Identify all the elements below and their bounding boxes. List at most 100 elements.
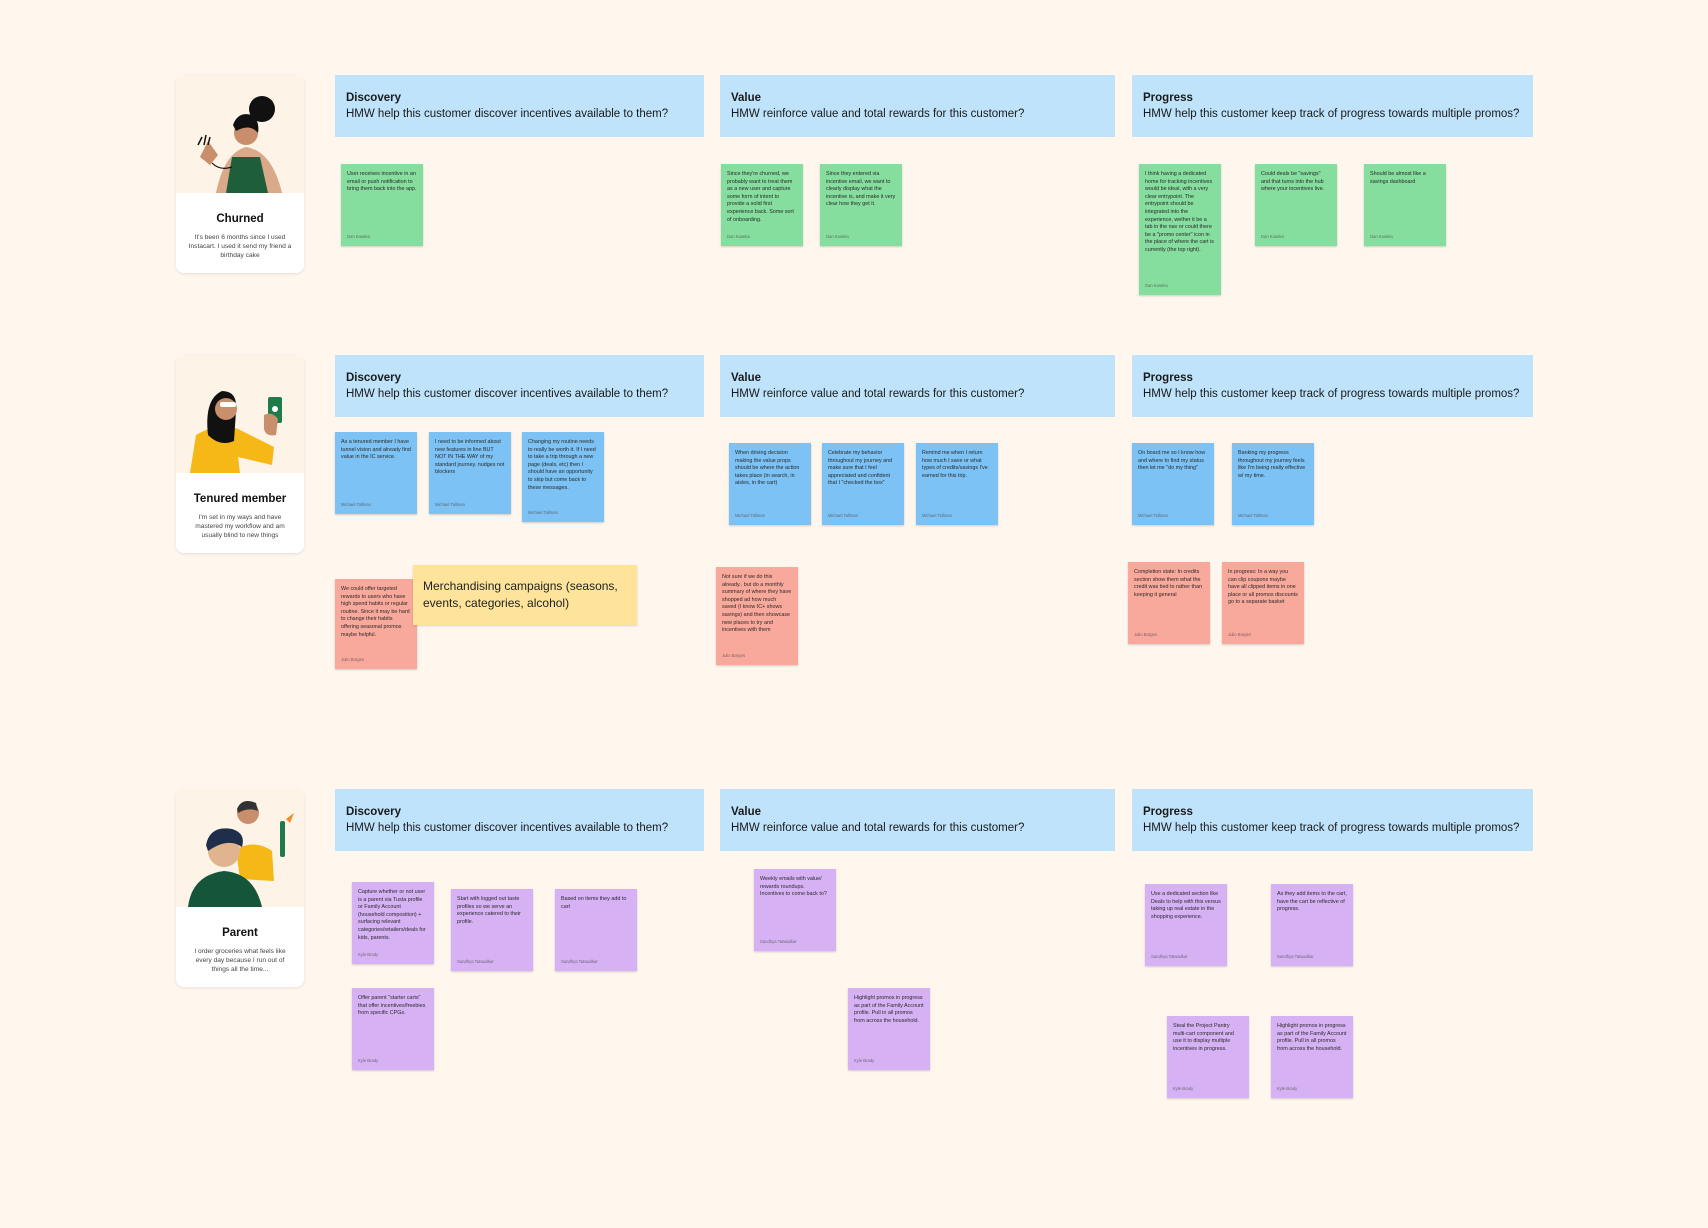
banner-value[interactable]: Value HMW reinforce value and total rewa… bbox=[720, 789, 1115, 851]
note-author: Julio Borges bbox=[1134, 632, 1158, 638]
persona-illustration bbox=[176, 789, 304, 907]
note-author: Kyle Brady bbox=[358, 952, 379, 958]
sticky-note[interactable]: Remind me when I return how much I save … bbox=[916, 443, 998, 525]
note-author: Dan Kuseka bbox=[1261, 234, 1284, 240]
note-text: As they add items to the cart, have the … bbox=[1277, 891, 1347, 913]
sticky-note[interactable]: On board me so I know how and where to f… bbox=[1132, 443, 1214, 525]
sticky-note[interactable]: Weekly emails with value/ rewards roundu… bbox=[754, 869, 836, 951]
banner-title: Progress bbox=[1143, 806, 1193, 818]
note-author: Kyle Brady bbox=[1173, 1086, 1194, 1092]
sticky-note[interactable]: I need to be informed about new features… bbox=[429, 432, 511, 514]
banner-question: HMW reinforce value and total rewards fo… bbox=[731, 388, 1025, 400]
note-author: Sandhya Tatwadkar bbox=[760, 939, 797, 945]
note-text: Steal the Project Pantry multi-cart comp… bbox=[1173, 1023, 1234, 1052]
persona-name: Churned bbox=[216, 213, 264, 225]
note-text: Not sure if we do this already.. but do … bbox=[722, 574, 792, 634]
note-text: Based on items they add to cart bbox=[561, 896, 627, 910]
note-author: Kyle Brady bbox=[854, 1058, 875, 1064]
sticky-note[interactable]: User receives incentive in an email or p… bbox=[341, 164, 423, 246]
sticky-note[interactable]: Steal the Project Pantry multi-cart comp… bbox=[1167, 1016, 1249, 1098]
banner-value[interactable]: Value HMW reinforce value and total rewa… bbox=[720, 75, 1115, 137]
note-author: Dan Kuseka bbox=[826, 234, 849, 240]
note-author: Michael Tallman bbox=[735, 513, 765, 519]
note-author: Michael Tallman bbox=[341, 502, 371, 508]
persona-card-churned[interactable]: Churned It's been 6 months since I used … bbox=[176, 75, 304, 273]
banner-title: Discovery bbox=[346, 806, 401, 818]
note-author: Sandhya Tatwadkar bbox=[1277, 954, 1314, 960]
note-text: Merchandising campaigns (seasons, events… bbox=[423, 579, 618, 610]
sticky-note[interactable]: Since they entered via incentive email, … bbox=[820, 164, 902, 246]
sticky-note[interactable]: Not sure if we do this already.. but do … bbox=[716, 567, 798, 665]
banner-title: Progress bbox=[1143, 92, 1193, 104]
persona-card-parent[interactable]: Parent I order groceries what feels like… bbox=[176, 789, 304, 987]
note-author: Michael Tallman bbox=[828, 513, 858, 519]
persona-description: It's been 6 months since I used Instacar… bbox=[188, 234, 292, 259]
banner-progress[interactable]: Progress HMW help this customer keep tra… bbox=[1132, 355, 1533, 417]
sticky-note[interactable]: Could deals be "savings" and that turns … bbox=[1255, 164, 1337, 246]
banner-question: HMW help this customer discover incentiv… bbox=[346, 822, 669, 834]
sticky-note[interactable]: Should be almost like a savings dashboar… bbox=[1364, 164, 1446, 246]
note-author: Dan Kuseka bbox=[727, 234, 750, 240]
note-text: We could offer targeted rewards to users… bbox=[341, 586, 410, 638]
sticky-note[interactable]: Changing my routine needs to really be w… bbox=[522, 432, 604, 522]
sticky-note[interactable]: Based on items they add to cart Sandhya … bbox=[555, 889, 637, 971]
note-author: Julio Borges bbox=[341, 657, 365, 663]
sticky-note[interactable]: Highlight promos in progress as part of … bbox=[848, 988, 930, 1070]
note-text: In progress: In a way you can clip coupo… bbox=[1228, 569, 1298, 606]
note-text: Highlight promos in progress as part of … bbox=[1277, 1023, 1347, 1052]
banner-progress[interactable]: Progress HMW help this customer keep tra… bbox=[1132, 75, 1533, 137]
note-text: Offer parent "starter carts" that offer … bbox=[358, 995, 426, 1017]
sticky-note[interactable]: I think having a dedicated home for trac… bbox=[1139, 164, 1221, 295]
note-author: Sandhya Tatwadkar bbox=[1151, 954, 1188, 960]
note-text: Completion state: In credits section sho… bbox=[1134, 569, 1203, 598]
sticky-note[interactable]: Banking my progress throughout my journe… bbox=[1232, 443, 1314, 525]
sticky-note[interactable]: We could offer targeted rewards to users… bbox=[335, 579, 417, 669]
sticky-note[interactable]: Capture whether or not user is a parent … bbox=[352, 882, 434, 964]
sticky-note[interactable]: Use a dedicated section like Deals to he… bbox=[1145, 884, 1227, 966]
sticky-note-large[interactable]: Merchandising campaigns (seasons, events… bbox=[413, 565, 637, 625]
note-author: Sandhya Tatwadkar bbox=[457, 959, 494, 965]
banner-title: Discovery bbox=[346, 92, 401, 104]
sticky-note[interactable]: Since they're churned, we probably want … bbox=[721, 164, 803, 246]
banner-question: HMW help this customer keep track of pro… bbox=[1143, 388, 1520, 400]
note-text: Should be almost like a savings dashboar… bbox=[1370, 171, 1426, 185]
banner-question: HMW reinforce value and total rewards fo… bbox=[731, 108, 1025, 120]
note-author: Kyle Brady bbox=[1277, 1086, 1298, 1092]
banner-progress[interactable]: Progress HMW help this customer keep tra… bbox=[1132, 789, 1533, 851]
persona-description: I'm set in my ways and have mastered my … bbox=[195, 514, 285, 539]
sticky-note[interactable]: When driving decision making the value p… bbox=[729, 443, 811, 525]
sticky-note[interactable]: Highlight promos in progress as part of … bbox=[1271, 1016, 1353, 1098]
banner-discovery[interactable]: Discovery HMW help this customer discove… bbox=[335, 789, 704, 851]
sticky-note[interactable]: Celebrate my behavior throughout my jour… bbox=[822, 443, 904, 525]
persona-illustration bbox=[176, 75, 304, 193]
banner-question: HMW help this customer discover incentiv… bbox=[346, 108, 669, 120]
note-author: Michael Tallman bbox=[1238, 513, 1268, 519]
sticky-note[interactable]: In progress: In a way you can clip coupo… bbox=[1222, 562, 1304, 644]
tenured-woman-illustration bbox=[190, 391, 282, 473]
note-text: Use a dedicated section like Deals to he… bbox=[1151, 891, 1221, 920]
note-text: When driving decision making the value p… bbox=[735, 450, 800, 487]
persona-name: Tenured member bbox=[193, 493, 287, 505]
sticky-note[interactable]: Offer parent "starter carts" that offer … bbox=[352, 988, 434, 1070]
note-author: Michael Tallman bbox=[1138, 513, 1168, 519]
banner-title: Value bbox=[731, 372, 762, 384]
persona-illustration bbox=[176, 355, 304, 473]
note-text: Celebrate my behavior throughout my jour… bbox=[828, 450, 893, 487]
note-author: Michael Tallman bbox=[922, 513, 952, 519]
banner-question: HMW help this customer keep track of pro… bbox=[1143, 108, 1520, 120]
sticky-note[interactable]: As a tenured member I have tunnel vision… bbox=[335, 432, 417, 514]
note-author: Sandhya Tatwadkar bbox=[561, 959, 598, 965]
sticky-note[interactable]: Start with logged out taste profiles so … bbox=[451, 889, 533, 971]
persona-card-tenured-member[interactable]: Tenured member I'm set in my ways and ha… bbox=[176, 355, 304, 553]
banner-discovery[interactable]: Discovery HMW help this customer discove… bbox=[335, 355, 704, 417]
banner-value[interactable]: Value HMW reinforce value and total rewa… bbox=[720, 355, 1115, 417]
note-author: Dan Kuseka bbox=[1145, 283, 1168, 289]
note-text: User receives incentive in an email or p… bbox=[347, 171, 417, 193]
sticky-note[interactable]: Completion state: In credits section sho… bbox=[1128, 562, 1210, 644]
sticky-note[interactable]: As they add items to the cart, have the … bbox=[1271, 884, 1353, 966]
banner-discovery[interactable]: Discovery HMW help this customer discove… bbox=[335, 75, 704, 137]
note-author: Julio Borges bbox=[1228, 632, 1252, 638]
note-text: Start with logged out taste profiles so … bbox=[457, 896, 521, 925]
note-text: Changing my routine needs to really be w… bbox=[528, 439, 596, 491]
note-author: Dan Kuseka bbox=[347, 234, 370, 240]
